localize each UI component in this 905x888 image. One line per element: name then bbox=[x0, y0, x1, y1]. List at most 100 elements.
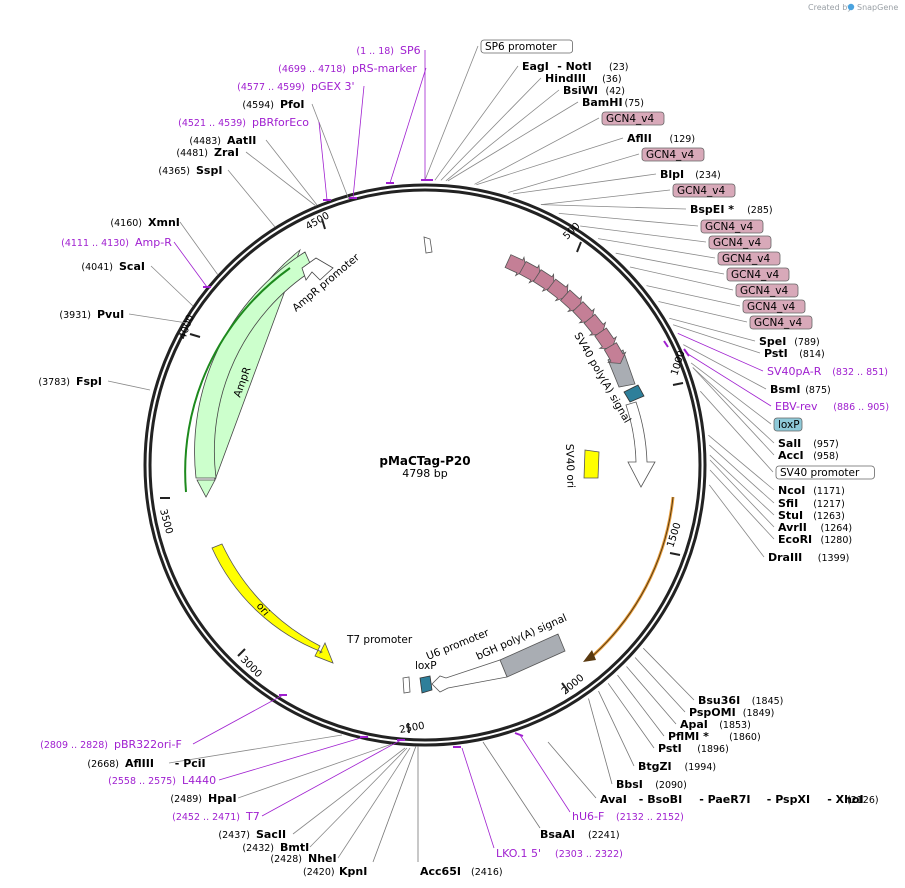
ori-arrow[interactable] bbox=[211, 543, 334, 664]
site-label[interactable]: ScaI bbox=[119, 260, 145, 273]
site-label[interactable]: HindIII bbox=[545, 72, 586, 85]
site-label[interactable]: SfiI bbox=[778, 497, 798, 510]
site-label[interactable]: NcoI bbox=[778, 484, 805, 497]
primer-label[interactable]: T7 bbox=[245, 810, 260, 823]
primer-label[interactable]: Amp-R bbox=[135, 236, 172, 249]
gcn4-tag-label[interactable]: GCN4_v4 bbox=[601, 111, 665, 126]
gcn4-tag-label[interactable]: GCN4_v4 bbox=[749, 315, 813, 330]
loxp-tag-label[interactable]: loxP bbox=[773, 417, 803, 432]
site-label[interactable]: BsaAI bbox=[540, 828, 575, 841]
leader-line bbox=[237, 743, 393, 799]
t7-promoter-arrow[interactable] bbox=[402, 676, 411, 694]
primer-label[interactable]: pRS-marker bbox=[352, 62, 417, 75]
site-label[interactable]: DraIII bbox=[768, 551, 802, 564]
site-label[interactable]: HpaI bbox=[208, 792, 237, 805]
site-coord: (1171) bbox=[813, 486, 845, 497]
site-label[interactable]: PflMI * bbox=[668, 730, 709, 743]
site-label[interactable]: BmtI bbox=[280, 841, 309, 854]
leader-line bbox=[389, 67, 427, 184]
leader-line bbox=[580, 225, 707, 243]
site-label[interactable]: SspI bbox=[196, 164, 222, 177]
site-label[interactable]: SacII bbox=[256, 828, 286, 841]
leader-line bbox=[626, 666, 677, 725]
site-coord: (958) bbox=[813, 451, 839, 462]
primer-label[interactable]: EBV-rev bbox=[775, 400, 818, 413]
site-label[interactable]: AvrII bbox=[778, 521, 807, 534]
site-label[interactable]: AatII bbox=[227, 134, 256, 147]
loxp-arrow-inner[interactable] bbox=[419, 675, 433, 694]
site-label-extra[interactable]: - NotI bbox=[557, 60, 592, 73]
gcn4-tag-label[interactable]: GCN4_v4 bbox=[641, 147, 705, 162]
primer-label[interactable]: SP6 bbox=[400, 44, 421, 57]
site-label[interactable]: BamHI bbox=[582, 96, 623, 109]
leader-line bbox=[192, 694, 284, 745]
site-label[interactable]: AflII bbox=[627, 132, 652, 145]
site-label[interactable]: PspOMI bbox=[689, 706, 736, 719]
primer-label[interactable]: pBR322ori-F bbox=[114, 738, 182, 751]
site-label[interactable]: AflIII bbox=[125, 757, 154, 770]
site-coord: (75) bbox=[625, 98, 645, 109]
leader-line bbox=[482, 741, 541, 829]
leader-line bbox=[311, 103, 350, 201]
site-label[interactable]: ApaI bbox=[680, 718, 708, 731]
primer-label[interactable]: pBRforEco bbox=[252, 116, 309, 129]
site-label[interactable]: NheI bbox=[308, 852, 337, 865]
site-label[interactable]: PstI bbox=[764, 347, 788, 360]
site-label[interactable]: PvuI bbox=[97, 308, 124, 321]
primer-label[interactable]: L4440 bbox=[182, 774, 216, 787]
sv40-signal-arrow[interactable] bbox=[625, 401, 656, 488]
sp6-promoter-arrow[interactable] bbox=[423, 236, 433, 254]
site-label[interactable]: BbsI bbox=[616, 778, 643, 791]
u6-promoter-arrow[interactable] bbox=[431, 659, 508, 693]
primer-label[interactable]: SV40pA-R bbox=[767, 365, 822, 378]
gcn4-feature-arrow[interactable] bbox=[545, 277, 573, 305]
site-label[interactable]: FspI bbox=[76, 375, 102, 388]
site-label[interactable]: BsiWI bbox=[563, 84, 598, 97]
site-label[interactable]: Bsu36I bbox=[698, 694, 740, 707]
leader-line bbox=[309, 747, 408, 848]
ampr-promoter-arrow[interactable] bbox=[301, 257, 334, 281]
primer-label[interactable]: hU6-F bbox=[572, 810, 604, 823]
primer-label[interactable]: LKO.1 5' bbox=[496, 847, 541, 860]
ampr-body[interactable] bbox=[194, 251, 314, 479]
site-label[interactable]: BspEI * bbox=[690, 203, 734, 216]
site-label[interactable]: - PspXI bbox=[767, 793, 810, 806]
site-label[interactable]: StuI bbox=[778, 509, 803, 522]
site-label[interactable]: KpnI bbox=[339, 865, 367, 878]
site-label[interactable]: - BsoBI bbox=[639, 793, 682, 806]
gcn4-feature-arrow[interactable] bbox=[602, 341, 629, 368]
site-label[interactable]: EcoRI bbox=[778, 533, 812, 546]
site-label[interactable]: XmnI bbox=[148, 216, 180, 229]
site-label[interactable]: BlpI bbox=[660, 168, 684, 181]
site-label-extra[interactable]: - PciI bbox=[175, 757, 206, 770]
promoter-box-label[interactable]: SV40 promoter bbox=[775, 465, 875, 480]
gcn4-tag-label[interactable]: GCN4_v4 bbox=[726, 267, 790, 282]
primer-label[interactable]: pGEX 3' bbox=[311, 80, 355, 93]
promoter-box-label[interactable]: SP6 promoter bbox=[480, 39, 573, 54]
site-label[interactable]: - PaeR7I bbox=[699, 793, 750, 806]
site-label[interactable]: SpeI bbox=[759, 335, 786, 348]
site-label[interactable]: BtgZI bbox=[638, 760, 672, 773]
site-coord: (2437) bbox=[218, 830, 250, 841]
site-label[interactable]: PstI bbox=[658, 742, 682, 755]
site-label[interactable]: AvaI bbox=[600, 793, 627, 806]
gcn4-tag-label[interactable]: GCN4_v4 bbox=[700, 219, 764, 234]
site-label[interactable]: PfoI bbox=[280, 98, 305, 111]
site-label[interactable]: Acc65I bbox=[420, 865, 461, 878]
gcn4-tag-label[interactable]: GCN4_v4 bbox=[672, 183, 736, 198]
gcn4-tag-label[interactable]: GCN4_v4 bbox=[742, 299, 806, 314]
sv40-ori-box[interactable] bbox=[583, 449, 600, 479]
gcn4-tag-label[interactable]: GCN4_v4 bbox=[717, 251, 781, 266]
leader-lines bbox=[107, 45, 775, 863]
gcn4-tag-label[interactable]: GCN4_v4 bbox=[708, 235, 772, 250]
site-label[interactable]: - XhoI bbox=[827, 793, 863, 806]
site-label[interactable]: BsmI bbox=[770, 383, 801, 396]
gcn4-tag-label[interactable]: GCN4_v4 bbox=[735, 283, 799, 298]
site-label[interactable]: EagI bbox=[522, 60, 549, 73]
leader-line bbox=[598, 238, 716, 259]
loxp-arrow-right[interactable] bbox=[623, 384, 645, 403]
site-label[interactable]: SalI bbox=[778, 437, 801, 450]
site-label[interactable]: AccI bbox=[778, 449, 804, 462]
primer-coord: (2809 .. 2828) bbox=[40, 740, 108, 751]
site-label[interactable]: ZraI bbox=[214, 146, 239, 159]
